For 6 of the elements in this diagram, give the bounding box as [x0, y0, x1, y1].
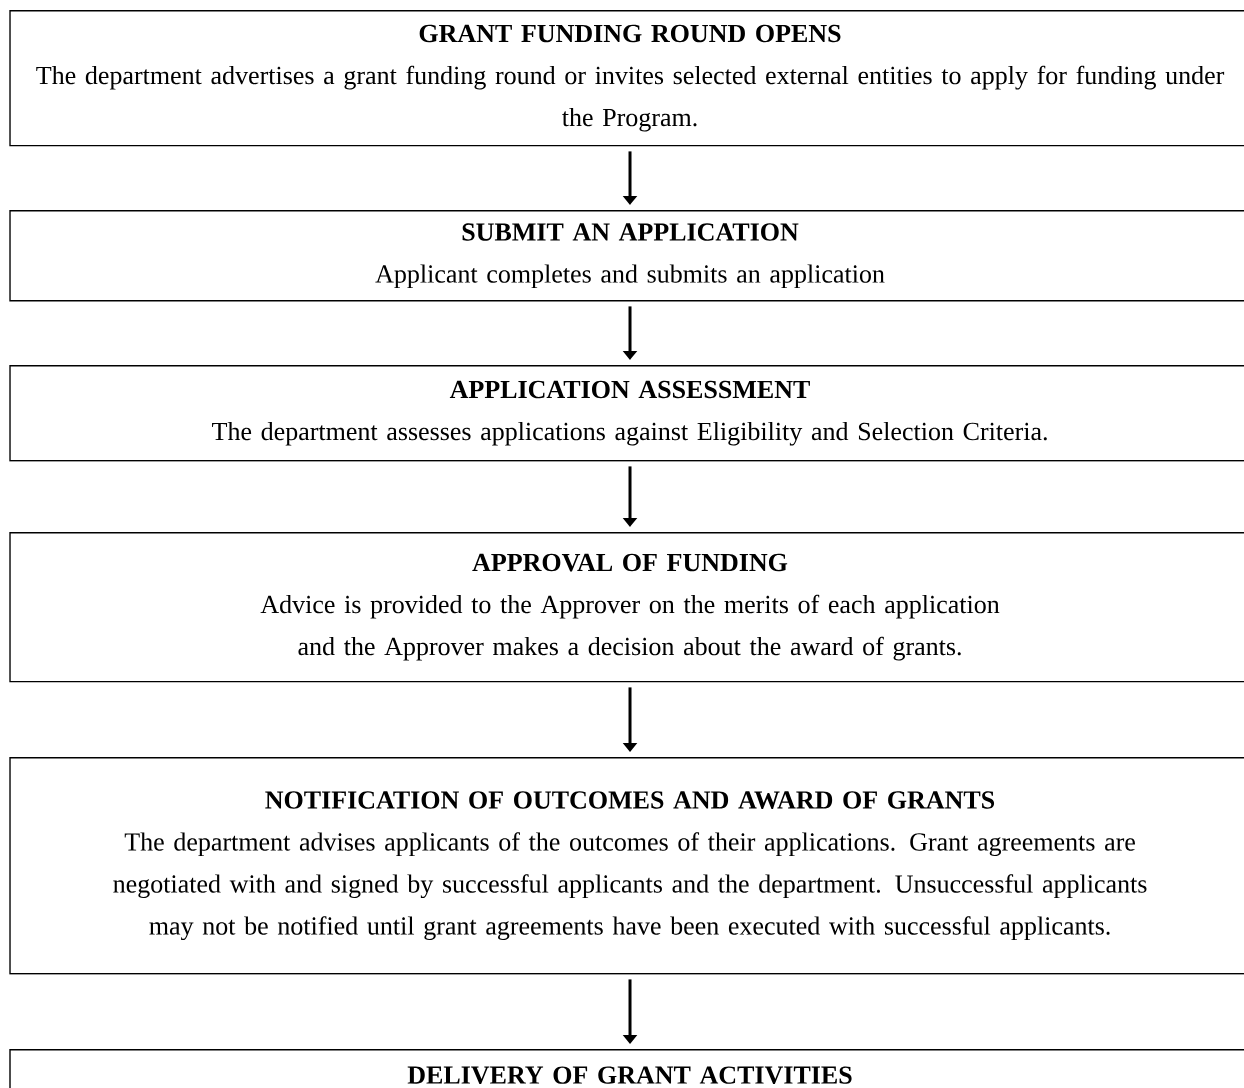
process-box: SUBMIT AN APPLICATION Applicant completes and submits an application [9, 210, 1244, 302]
process-box: APPROVAL OF FUNDING Advice is provided to the Approver on the merits of each application and the Approver makes a decision about the award of grants. [9, 532, 1244, 683]
process-box: NOTIFICATION OF OUTCOMES AND AWARD OF GRANTS The department advises applicants of the outcomes of their applications. Grant agreements are negotiated with and signed by successful applicants and the department. Unsuccessful applicants may not be notified until grant agreements have been executed with successful applicants. [9, 757, 1244, 975]
process-box: APPLICATION ASSESSMENT The department assesses applications against Eligibility and Selection Criteria. [9, 365, 1244, 462]
process-box: GRANT FUNDING ROUND OPENS The department advertises a grant funding round or invites selected external entities to apply for funding under the Program. [9, 10, 1244, 147]
process-box: DELIVERY OF GRANT ACTIVITIES [9, 1049, 1244, 1088]
